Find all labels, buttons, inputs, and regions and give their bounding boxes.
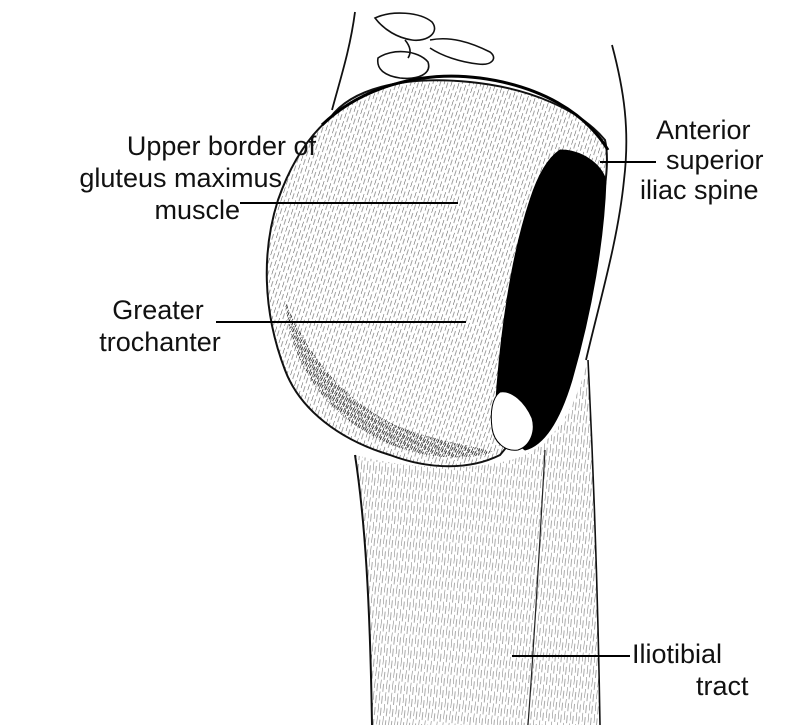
greater-trochanter-line1: Greater — [96, 296, 220, 324]
iliotibial-line1: Iliotibial — [632, 640, 722, 668]
label-greater: Greater — [96, 296, 220, 324]
iliotibial-line2: tract — [696, 672, 749, 700]
greater-trochanter-line2: trochanter — [72, 328, 248, 356]
label-trochanter: trochanter — [72, 328, 248, 356]
upper-border-line2: gluteus maximus — [0, 164, 282, 192]
label-iliac-spine: iliac spine — [640, 176, 759, 204]
label-tract: tract — [696, 672, 749, 700]
asis-line2: superior — [666, 146, 764, 174]
asis-line3: iliac spine — [640, 176, 759, 204]
label-upper-border: Upper border of — [40, 132, 316, 160]
label-superior: superior — [666, 146, 764, 174]
label-iliotibial: Iliotibial — [632, 640, 722, 668]
asis-line1: Anterior — [656, 116, 751, 144]
upper-border-line1: Upper border of — [40, 132, 316, 160]
upper-border-line3: muscle — [100, 196, 240, 224]
label-muscle: muscle — [100, 196, 240, 224]
label-anterior: Anterior — [656, 116, 751, 144]
bone-sketch — [375, 13, 494, 78]
label-gluteus-maximus: gluteus maximus — [0, 164, 282, 192]
